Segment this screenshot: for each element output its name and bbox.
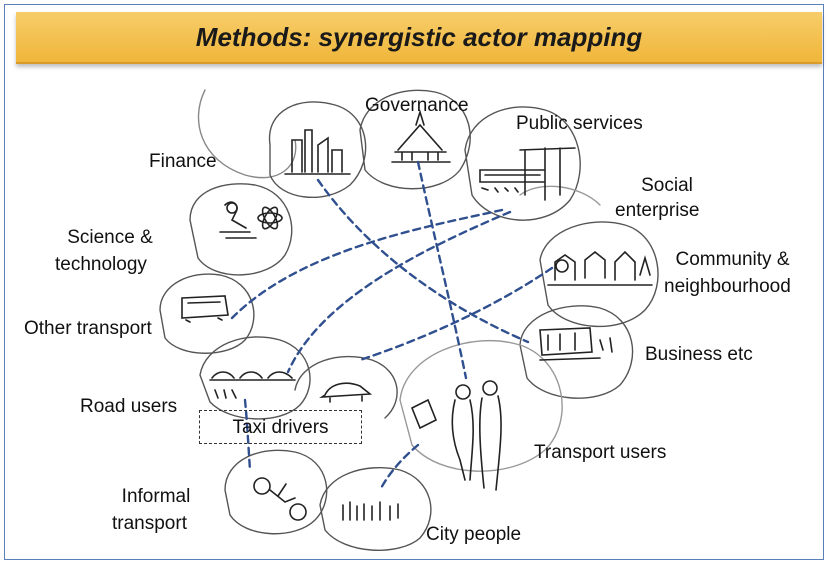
circle-governance <box>359 89 471 190</box>
cars-sketch-icon <box>209 371 296 399</box>
link-banking-business <box>316 178 530 344</box>
circle-banking <box>268 101 367 198</box>
sketch-icons <box>181 109 653 521</box>
houses-icon <box>547 250 653 286</box>
title-bar: Methods: synergistic actor mapping <box>16 12 822 64</box>
link-transport-users-city <box>378 443 420 492</box>
bus-icon <box>181 295 229 323</box>
label-community-line1: Community & <box>675 249 790 270</box>
label-social-enterprise-line1: Social <box>641 175 693 196</box>
label-science-line1: Science & <box>67 227 153 248</box>
label-community-line2: neighbourhood <box>664 276 791 297</box>
link-community-taxi <box>358 266 554 362</box>
label-informal-line2: transport <box>112 513 187 534</box>
link-road-informal <box>243 398 252 472</box>
label-finance: Finance <box>149 151 217 172</box>
label-informal-line1: Informal <box>121 486 191 507</box>
actor-circles <box>159 89 659 551</box>
label-transport-users: Transport users <box>534 442 667 463</box>
slide-frame <box>4 4 824 560</box>
label-business: Business etc <box>645 344 753 365</box>
label-social-enterprise-line2: enterprise <box>615 200 700 221</box>
label-other-transport: Other transport <box>24 318 152 339</box>
taxi-car-icon <box>319 382 373 403</box>
label-science-line2: technology <box>55 254 147 275</box>
link-public-services-other-transport <box>230 208 504 320</box>
circle-public-services <box>464 106 581 221</box>
circle-science <box>189 183 293 276</box>
link-public-services-road-users <box>286 210 512 374</box>
label-public-services: Public services <box>516 113 643 134</box>
slide-title: Methods: synergistic actor mapping <box>195 21 643 52</box>
motorbike-icon <box>253 477 307 521</box>
microscope-icon <box>219 201 257 239</box>
crowd-icon <box>342 501 399 521</box>
skyline-sketch-icon <box>284 129 351 175</box>
circle-city-people <box>319 466 432 551</box>
government-building-icon <box>391 109 451 163</box>
label-city-people: City people <box>426 524 522 545</box>
taxi-drivers-box: Taxi drivers <box>199 410 362 444</box>
atom-icon <box>257 206 283 230</box>
circle-business <box>519 305 634 399</box>
link-governance-transport-users <box>416 160 468 380</box>
label-taxi-drivers: Taxi drivers <box>232 416 329 438</box>
train-station-icon <box>479 147 576 201</box>
circle-road-users <box>199 336 311 420</box>
label-road-users: Road users <box>80 396 178 417</box>
circle-informal <box>224 449 328 535</box>
people-talking-icon <box>410 380 502 491</box>
label-governance: Governance <box>365 95 469 116</box>
circle-transport-users <box>399 340 563 472</box>
circle-community <box>539 221 659 328</box>
link-lines <box>230 160 554 492</box>
circle-taxi <box>294 355 398 419</box>
circle-other-transport <box>159 273 255 354</box>
office-building-icon <box>539 327 613 361</box>
